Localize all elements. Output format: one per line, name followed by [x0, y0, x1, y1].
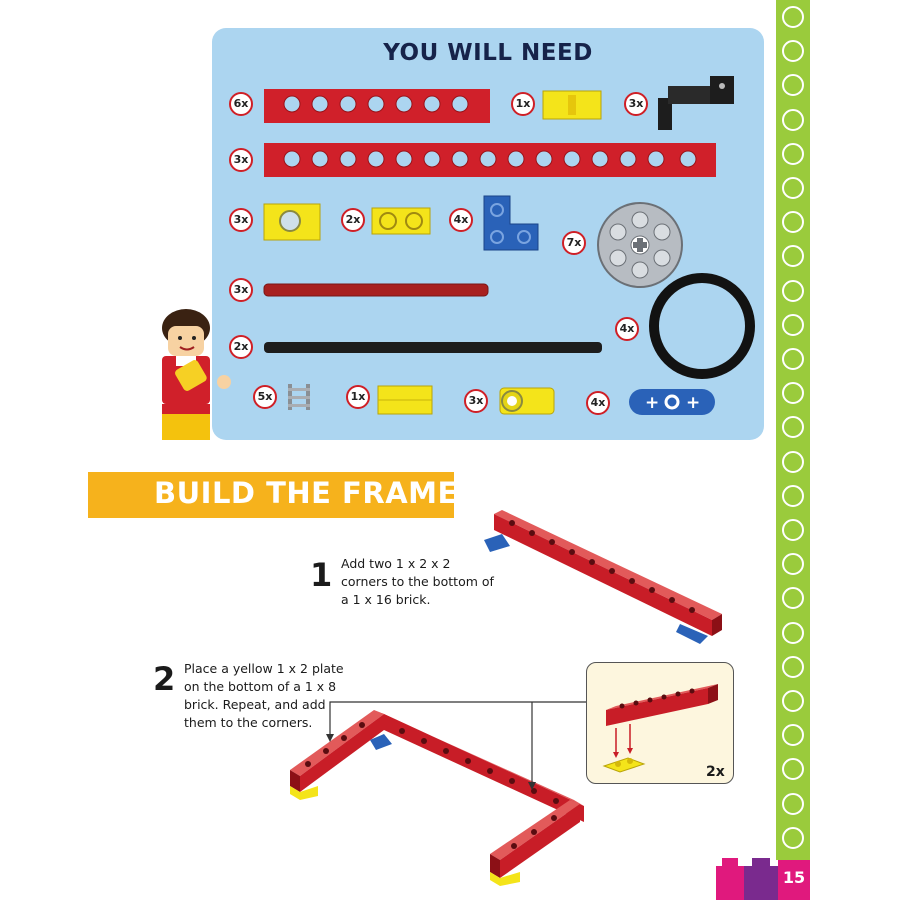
- svg-text:+: +: [686, 393, 700, 413]
- inset-illustration: [602, 684, 718, 773]
- stud-ring: [782, 6, 804, 28]
- red-axle: [263, 283, 489, 297]
- stud-ring: [782, 382, 804, 405]
- qty-badge: 4x: [449, 208, 473, 232]
- blue-technic-beam-3: + +: [629, 389, 715, 415]
- yellow-plate-1x2: [371, 207, 431, 235]
- step-2-illustration: [290, 701, 586, 886]
- stud-ring: [782, 416, 804, 439]
- qty-badge: 3x: [229, 208, 253, 232]
- magenta-brick-decoration: [716, 866, 744, 900]
- stud-ring: [782, 553, 804, 576]
- lifeguard-minifigure-icon: [162, 309, 231, 440]
- qty-badge: 6x: [229, 92, 253, 116]
- yellow-technic-brick-1x2-hole: [263, 203, 321, 241]
- stud-ring: [782, 108, 804, 131]
- stud-ring: [782, 279, 804, 302]
- page-number-tab: [778, 860, 810, 900]
- stud-ring: [782, 450, 804, 473]
- speech-bubble-tail: [214, 232, 250, 300]
- black-axle: [264, 342, 602, 353]
- stud-ring: [782, 758, 804, 781]
- stud-ring: [782, 313, 804, 336]
- qty-badge: 2x: [229, 335, 253, 359]
- stud-ring: [782, 245, 804, 268]
- step-text: Add two 1 x 2 x 2 corners to the bottom …: [341, 556, 494, 607]
- inset-count: 2x: [706, 764, 725, 780]
- yellow-brick-1x2: [542, 90, 602, 120]
- stud-ring: [782, 484, 804, 507]
- blue-corner-brick: [483, 195, 539, 251]
- qty-badge: 7x: [562, 231, 586, 255]
- red-technic-brick-1x8: [264, 89, 490, 123]
- qty-badge: 5x: [253, 385, 277, 409]
- qty-badge: 2x: [341, 208, 365, 232]
- panel-title: YOU WILL NEED: [383, 40, 593, 66]
- brick-stud: [752, 858, 770, 866]
- qty-badge: 4x: [586, 391, 610, 415]
- svg-text:+: +: [645, 393, 659, 413]
- step-number: 1: [310, 556, 333, 594]
- black-crank-icon: [658, 76, 734, 130]
- brick-stud: [722, 858, 738, 866]
- stud-ring: [782, 74, 804, 97]
- page-number: 15: [782, 868, 806, 887]
- stud-ring: [782, 587, 804, 610]
- stud-ring: [782, 142, 804, 165]
- stud-ring: [782, 792, 804, 815]
- qty-badge: 4x: [615, 317, 639, 341]
- step-1-illustration: [484, 510, 722, 644]
- section-title: BUILD THE FRAME: [154, 476, 458, 510]
- section-banner: [88, 472, 444, 518]
- stud-ring: [782, 826, 804, 849]
- qty-badge: 1x: [346, 385, 370, 409]
- stud-ring: [782, 348, 804, 370]
- stud-ring: [782, 690, 804, 712]
- gray-ladder-piece: [288, 384, 310, 410]
- qty-badge: 3x: [229, 278, 253, 302]
- stud-ring: [782, 621, 804, 644]
- yellow-technic-beam-2: [499, 387, 555, 415]
- step-text: Place a yellow 1 x 2 plate on the bottom…: [184, 661, 344, 730]
- black-tire-icon: [649, 273, 755, 379]
- stud-ring: [782, 655, 804, 678]
- stud-ring: [782, 519, 804, 541]
- qty-badge: 1x: [511, 92, 535, 116]
- red-technic-brick-1x16: [264, 143, 716, 177]
- banner-tab: [444, 472, 454, 518]
- purple-brick-decoration: [744, 866, 778, 900]
- gray-wheel-icon: [597, 202, 683, 288]
- qty-badge: 3x: [624, 92, 648, 116]
- step-number: 2: [153, 660, 176, 698]
- qty-badge: 3x: [464, 389, 488, 413]
- green-stud-strip: [776, 0, 810, 860]
- yellow-plate-1x4: [377, 385, 433, 415]
- stud-ring: [782, 40, 804, 63]
- stud-ring: [782, 211, 804, 234]
- qty-badge: 3x: [229, 148, 253, 172]
- stud-ring: [782, 724, 804, 747]
- stud-ring: [782, 177, 804, 199]
